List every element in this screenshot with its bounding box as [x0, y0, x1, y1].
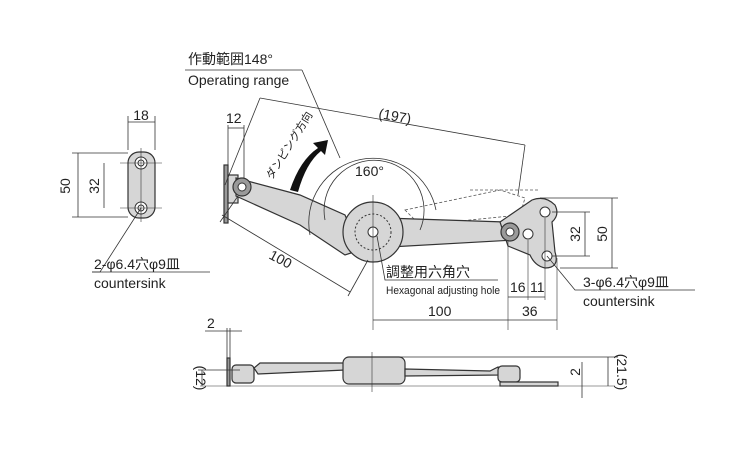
- left-pivot-side: [231, 364, 255, 384]
- adjust-hole-jp: 調整用六角穴: [386, 264, 470, 280]
- overall-length-197: (197): [377, 105, 412, 126]
- hole-spec-left: 2-φ6.4穴φ9皿: [94, 256, 180, 272]
- leader-line: [376, 235, 498, 281]
- bracket-hole: [539, 206, 551, 218]
- angle-160: 160°: [355, 163, 384, 179]
- operating-range-en: Operating range: [188, 72, 289, 88]
- leader-line: [546, 255, 695, 291]
- dimension-line: [221, 214, 351, 293]
- hole-spec-left-en: countersink: [94, 275, 167, 291]
- arm-length-100: 100: [267, 247, 295, 272]
- thickness-left-2: 2: [207, 315, 215, 331]
- right-bracket-side: [499, 381, 559, 387]
- thickness-right-2: 2: [567, 368, 583, 376]
- adjust-hole-en: Hexagonal adjusting hole: [386, 285, 500, 297]
- dim-11: 11: [530, 279, 545, 295]
- angle-arc-148: [308, 157, 437, 236]
- damping-direction-arrow-icon: [290, 140, 328, 192]
- dim-16: 16: [510, 279, 526, 295]
- hole-spec-right-en: countersink: [583, 293, 656, 309]
- main-hinge-view: 160° ダンピング方向 作動範囲148° Operating range (1…: [185, 51, 695, 330]
- wall-plate: [223, 164, 229, 224]
- extension-line: [347, 259, 369, 297]
- damper-hub-side: [342, 356, 406, 385]
- hole-pitch-dim-32: 32: [86, 178, 102, 194]
- angle-arc-160: [323, 159, 425, 231]
- extension-line: [224, 97, 261, 186]
- extension-line: [517, 144, 526, 196]
- left-bracket-plate: [127, 151, 156, 219]
- bracket-offset-12: 12: [226, 110, 242, 126]
- pivot-distance-100: 100: [428, 303, 452, 319]
- leader-line: [301, 69, 341, 159]
- width-dim-18: 18: [133, 107, 149, 123]
- right-pivot-side: [497, 365, 521, 383]
- damping-direction-label: ダンピング方向: [263, 109, 316, 182]
- arm-lower-side: [404, 366, 501, 377]
- height-dim-50: 50: [57, 178, 73, 194]
- arm-lower: [384, 217, 516, 248]
- hole-spec-right: 3-φ6.4穴φ9皿: [583, 274, 669, 290]
- arm-upper-side: [253, 362, 346, 375]
- operating-range-jp: 作動範囲148°: [188, 51, 273, 67]
- extension-line: [219, 195, 239, 223]
- height-dim-50-right: 50: [594, 226, 610, 242]
- overall-length-dim: [259, 97, 526, 146]
- bracket-hole: [522, 228, 534, 240]
- wall-plate-side: [226, 357, 231, 387]
- right-pivot-pin: [505, 227, 515, 237]
- bottom-side-view: 2 (12) 2 (21.5): [193, 315, 630, 398]
- height-total-21-5: (21.5): [614, 354, 630, 391]
- hole-pitch-dim-32-right: 32: [567, 226, 583, 242]
- left-pivot-pin: [237, 182, 247, 192]
- bracket-length-36: 36: [522, 303, 538, 319]
- height-left-12: (12): [193, 366, 209, 391]
- left-bracket-view: 18 50 32 2-φ6.4穴φ9皿 countersink: [57, 107, 210, 291]
